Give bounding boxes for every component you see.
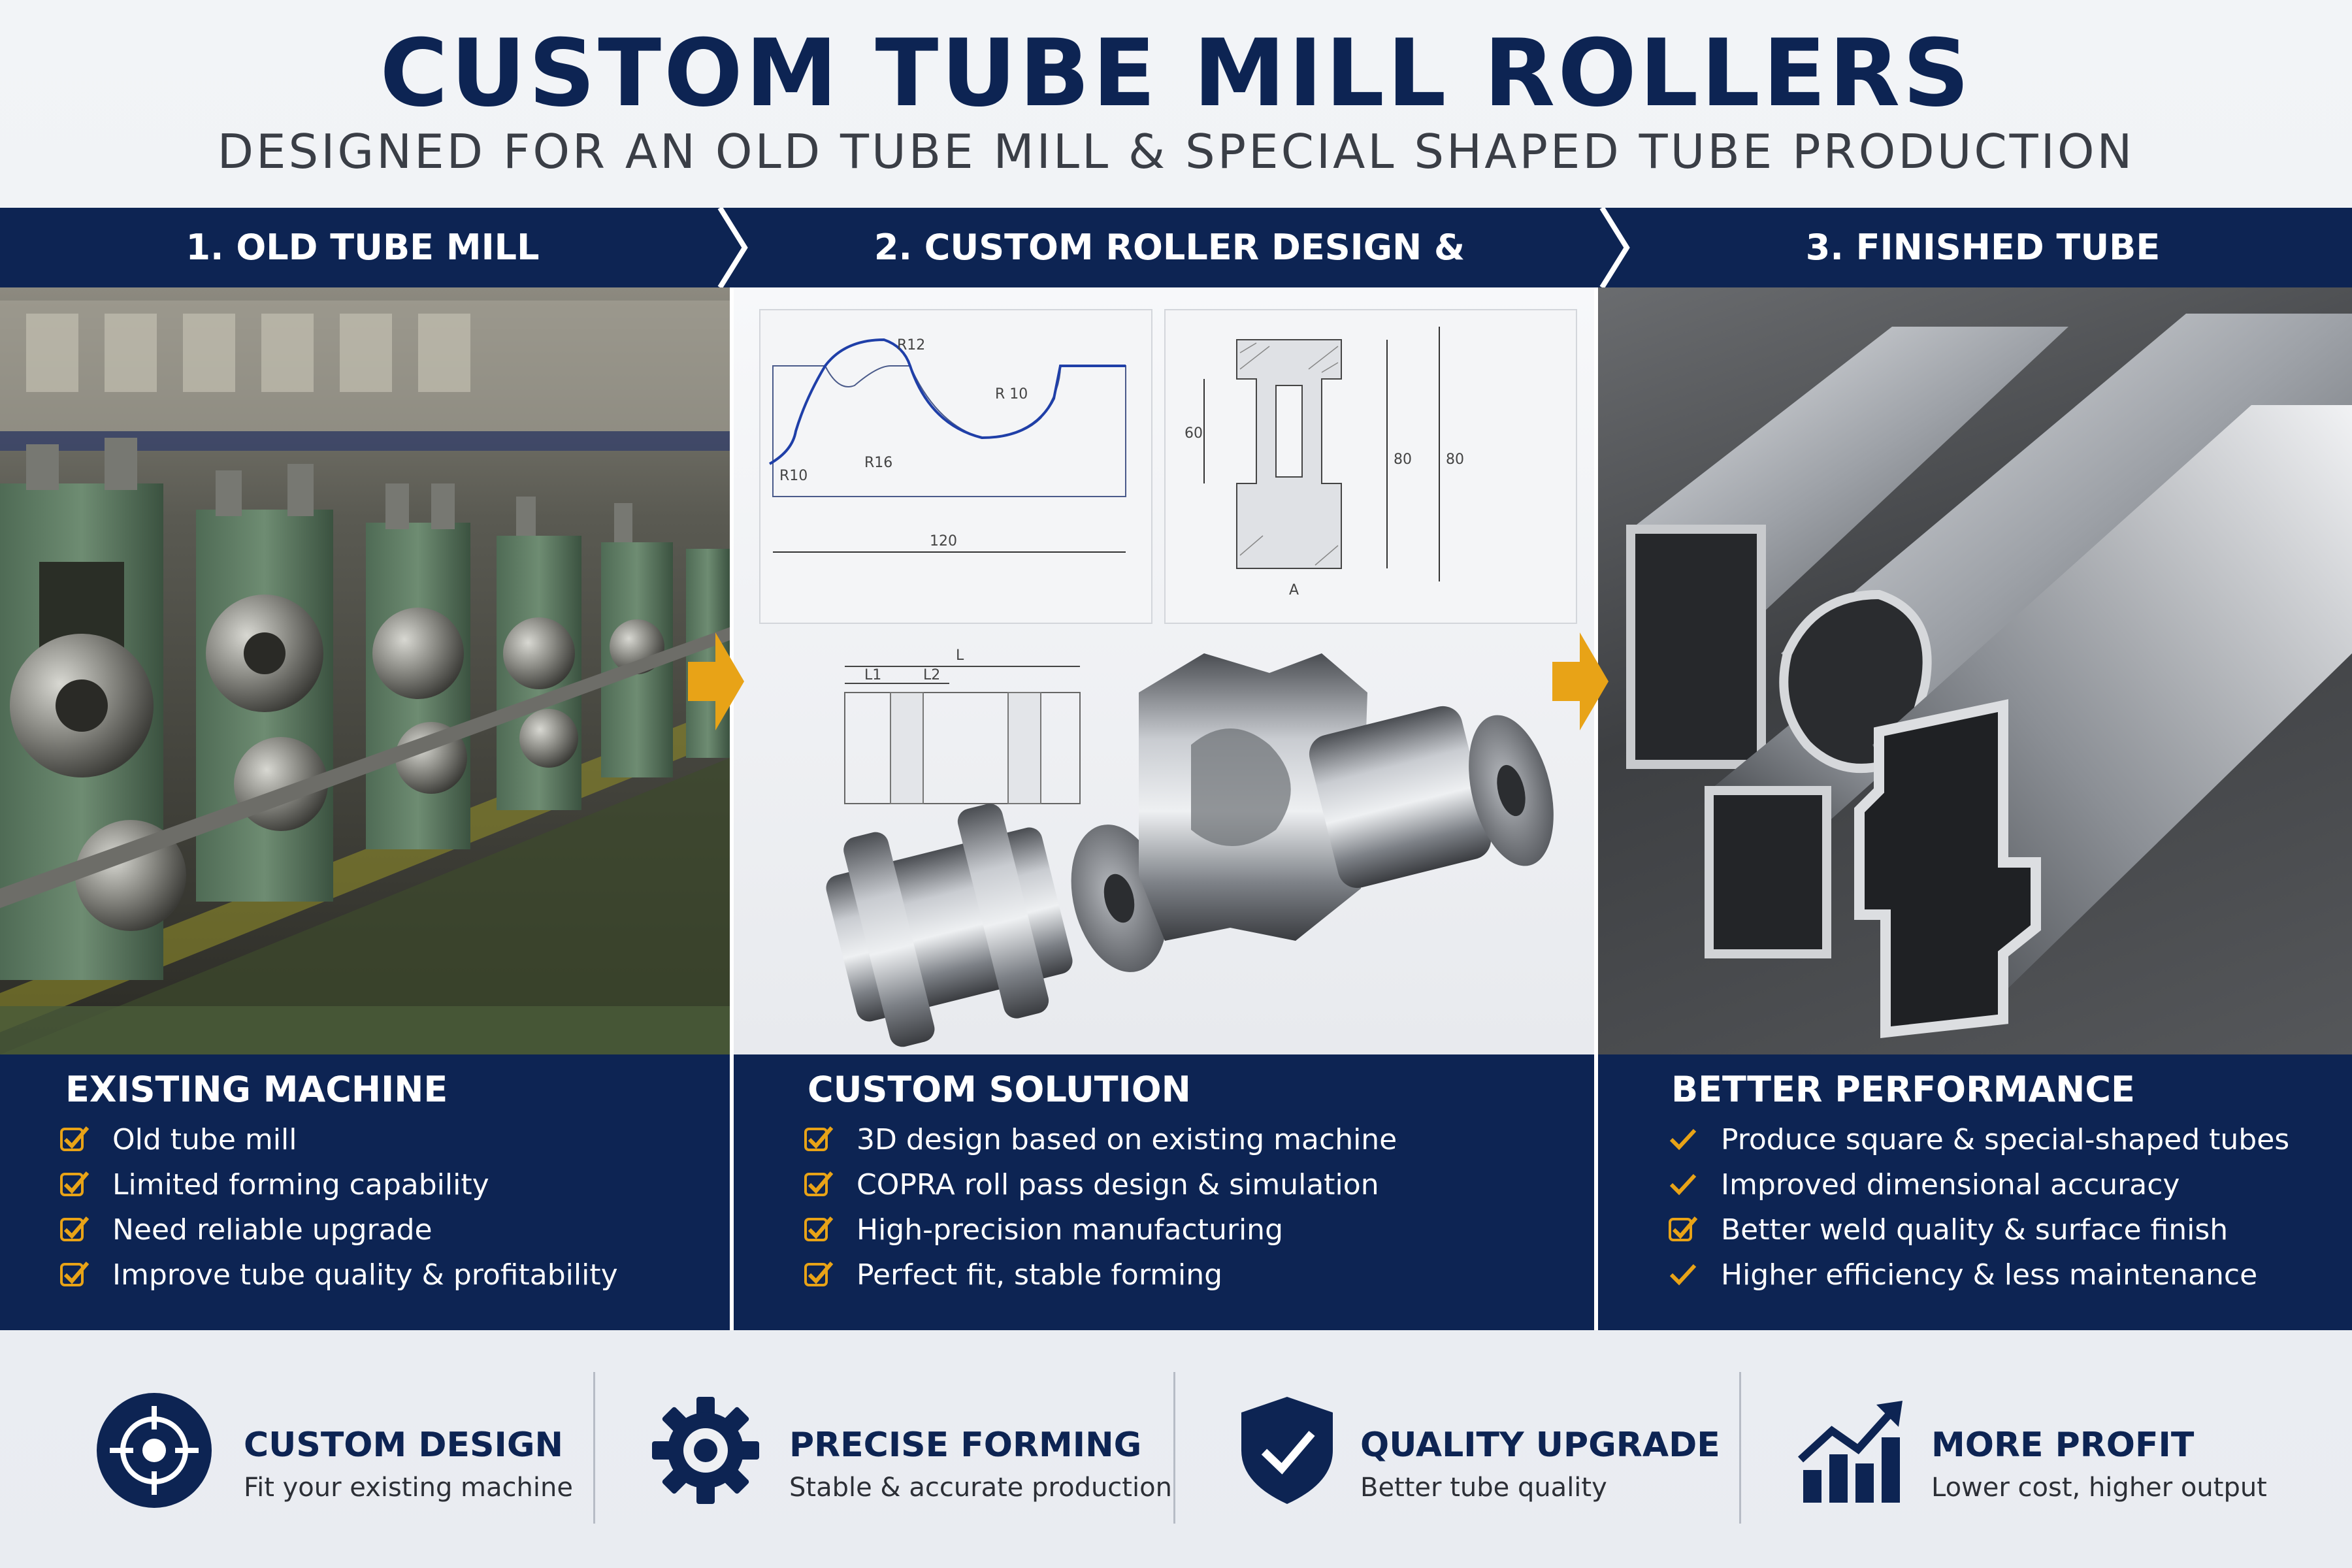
check-icon — [1669, 1264, 1697, 1286]
custom-solution-panel: CUSTOM SOLUTION 3D design based on exist… — [734, 1054, 1594, 1330]
check-icon — [60, 1217, 90, 1241]
check-icon — [1669, 1173, 1697, 1196]
list-item: Better weld quality & surface finish — [1667, 1207, 2289, 1252]
list-item: Need reliable upgrade — [59, 1207, 618, 1252]
feature-title: MORE PROFIT — [1931, 1426, 2195, 1465]
profile-label-r16: R16 — [864, 455, 892, 471]
roller-design-panel: 120 R12 R 10 R10 R16 80 60 80 A — [734, 287, 1594, 1054]
list-item: Old tube mill — [59, 1117, 618, 1162]
flow-arrow-2-icon — [1552, 632, 1609, 730]
feature-custom-design: CUSTOM DESIGN Fit your existing machine — [0, 1330, 588, 1568]
profile-label-r10a: R 10 — [995, 386, 1028, 402]
existing-machine-title: EXISTING MACHINE — [65, 1069, 448, 1110]
check-icon — [1669, 1128, 1697, 1151]
profile-label-r12: R12 — [897, 337, 925, 353]
panel-divider-1 — [730, 287, 734, 1330]
page-title: CUSTOM TUBE MILL ROLLERS — [380, 20, 1972, 127]
feature-quality-upgrade: QUALITY UPGRADE Better tube quality — [1176, 1330, 1738, 1568]
shaft-drawing: L L1 L2 — [844, 647, 1081, 804]
shaft-dim-l1: L1 — [864, 667, 881, 683]
step-bar: 1. OLD TUBE MILL 2. CUSTOM ROLLER DESIGN… — [0, 208, 2352, 348]
step-chevron-2-icon — [1599, 208, 1630, 287]
list-item: Perfect fit, stable forming — [803, 1252, 1397, 1298]
better-performance-panel: BETTER PERFORMANCE Produce square & spec… — [1598, 1054, 2352, 1330]
page-subtitle: DESIGNED FOR AN OLD TUBE MILL & SPECIAL … — [217, 124, 2135, 179]
growth-chart-icon — [1797, 1401, 1903, 1503]
section-dim-3: 80 — [1446, 451, 1464, 468]
list-item: Improved dimensional accuracy — [1667, 1162, 2289, 1207]
list-item: Produce square & special-shaped tubes — [1667, 1117, 2289, 1162]
roller-2-image — [1139, 653, 1554, 941]
section-dim-1: 80 — [1394, 451, 1412, 468]
check-icon — [804, 1171, 834, 1196]
check-icon — [60, 1126, 90, 1151]
existing-machine-list: Old tube mill Limited forming capability… — [59, 1117, 618, 1298]
section-dim-2: 60 — [1184, 425, 1203, 442]
list-item: COPRA roll pass design & simulation — [803, 1162, 1397, 1207]
feature-subtitle: Fit your existing machine — [244, 1473, 573, 1503]
feature-separator-2 — [1173, 1372, 1175, 1524]
features-row: CUSTOM DESIGN Fit your existing machine … — [0, 1330, 2352, 1568]
gear-icon — [652, 1397, 759, 1504]
check-icon — [804, 1262, 834, 1286]
old-tube-mill-photo — [0, 287, 730, 1054]
feature-title: CUSTOM DESIGN — [244, 1426, 564, 1465]
feature-title: QUALITY UPGRADE — [1360, 1426, 1720, 1465]
step-chevron-1-icon — [717, 208, 748, 287]
better-performance-title: BETTER PERFORMANCE — [1671, 1069, 2135, 1110]
panel-divider-2 — [1594, 287, 1598, 1330]
feature-separator-3 — [1739, 1372, 1741, 1524]
header: CUSTOM TUBE MILL ROLLERS DESIGNED FOR AN… — [0, 0, 2352, 208]
custom-solution-list: 3D design based on existing machine COPR… — [803, 1117, 1397, 1298]
roller-1-image — [826, 804, 1168, 1047]
list-item: 3D design based on existing machine — [803, 1117, 1397, 1162]
finished-tube-photo — [1598, 287, 2352, 1054]
feature-precise-forming: PRECISE FORMING Stable & accurate produc… — [595, 1330, 1172, 1568]
profile-label-r10b: R10 — [779, 468, 808, 484]
shaft-dim-l2: L2 — [923, 667, 940, 683]
roll-section-drawing: 80 60 80 A — [1164, 309, 1577, 624]
list-item: High-precision manufacturing — [803, 1207, 1397, 1252]
list-item: Limited forming capability — [59, 1162, 618, 1207]
check-icon — [60, 1171, 90, 1196]
check-icon — [60, 1262, 90, 1286]
list-item: Higher efficiency & less maintenance — [1667, 1252, 2289, 1298]
list-item: Improve tube quality & profitability — [59, 1252, 618, 1298]
step-2-label: 2. CUSTOM ROLLER DESIGN & MANUFACTURING — [874, 227, 1465, 348]
check-icon — [804, 1126, 834, 1151]
step-3-label: 3. FINISHED TUBE — [1805, 227, 2161, 268]
feature-separator-1 — [593, 1372, 595, 1524]
flow-arrow-1-icon — [688, 632, 744, 730]
feature-subtitle: Stable & accurate production — [789, 1473, 1172, 1503]
feature-more-profit: MORE PROFIT Lower cost, higher output — [1744, 1330, 2352, 1568]
feature-title: PRECISE FORMING — [789, 1426, 1142, 1465]
shaft-dim-l: L — [956, 647, 964, 664]
feature-subtitle: Lower cost, higher output — [1931, 1473, 2267, 1503]
custom-solution-title: CUSTOM SOLUTION — [808, 1069, 1191, 1110]
existing-machine-panel: EXISTING MACHINE Old tube mill Limited f… — [0, 1054, 730, 1330]
section-dim-4: A — [1289, 582, 1299, 598]
check-icon — [804, 1217, 834, 1241]
check-icon — [1669, 1217, 1698, 1241]
shield-icon — [1241, 1397, 1333, 1504]
roll-profile-drawing: 120 R12 R 10 R10 R16 — [759, 309, 1152, 624]
target-icon — [97, 1393, 212, 1508]
roll-width-dimension: 120 — [930, 533, 957, 549]
better-performance-list: Produce square & special-shaped tubes Im… — [1667, 1117, 2289, 1298]
step-1-label: 1. OLD TUBE MILL — [186, 227, 540, 268]
feature-subtitle: Better tube quality — [1360, 1473, 1607, 1503]
